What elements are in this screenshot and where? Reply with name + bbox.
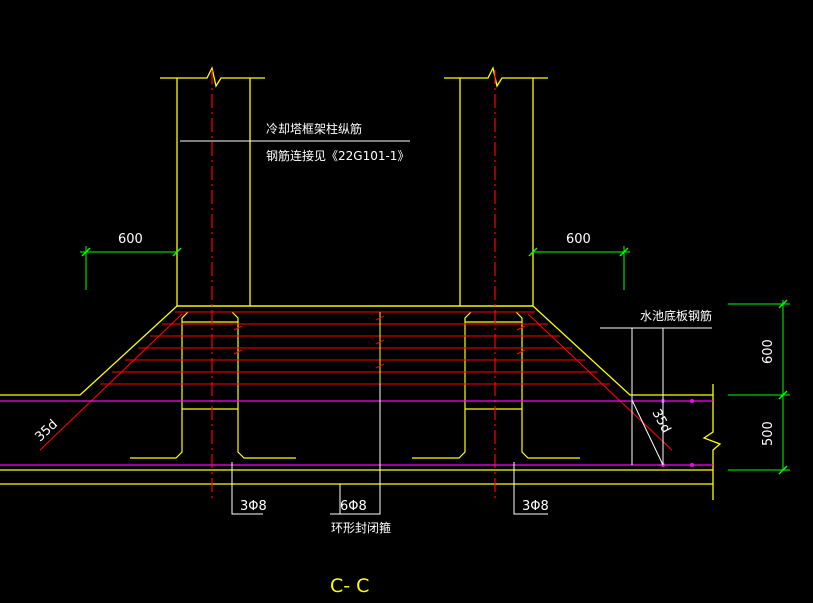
dim-slab-thickness: 500 (761, 421, 776, 446)
stirrup-ticks (233, 315, 526, 369)
dimension-lines (80, 246, 790, 471)
section-title: C- C (330, 575, 369, 597)
stirrup-label-left: 3Φ8 (240, 499, 267, 514)
stirrup-label-right: 3Φ8 (522, 499, 549, 514)
dim-offset-right: 600 (566, 232, 591, 247)
dim-offset-left: 600 (118, 232, 143, 247)
pool-bottom-rebar-label: 水池底板钢筋 (640, 308, 712, 323)
stirrup-label-middle: 6Φ8 (340, 499, 367, 514)
cap-reinforcement (39, 311, 673, 451)
anchorage-label-left: 35d (32, 417, 60, 445)
slab-reinforcement (0, 400, 713, 466)
dim-haunch-height: 600 (761, 339, 776, 364)
slab-bar-dots (661, 399, 694, 467)
ring-stirrup-label: 环形封闭箍 (331, 520, 391, 535)
column-embedded-bars (130, 311, 580, 459)
leader-lines (180, 140, 712, 515)
column-rebar-label-2: 钢筋连接见《22G101-1》 (266, 148, 409, 163)
column-rebar-label-1: 冷却塔框架柱纵筋 (266, 121, 362, 136)
dimension-ticks (81, 247, 788, 475)
